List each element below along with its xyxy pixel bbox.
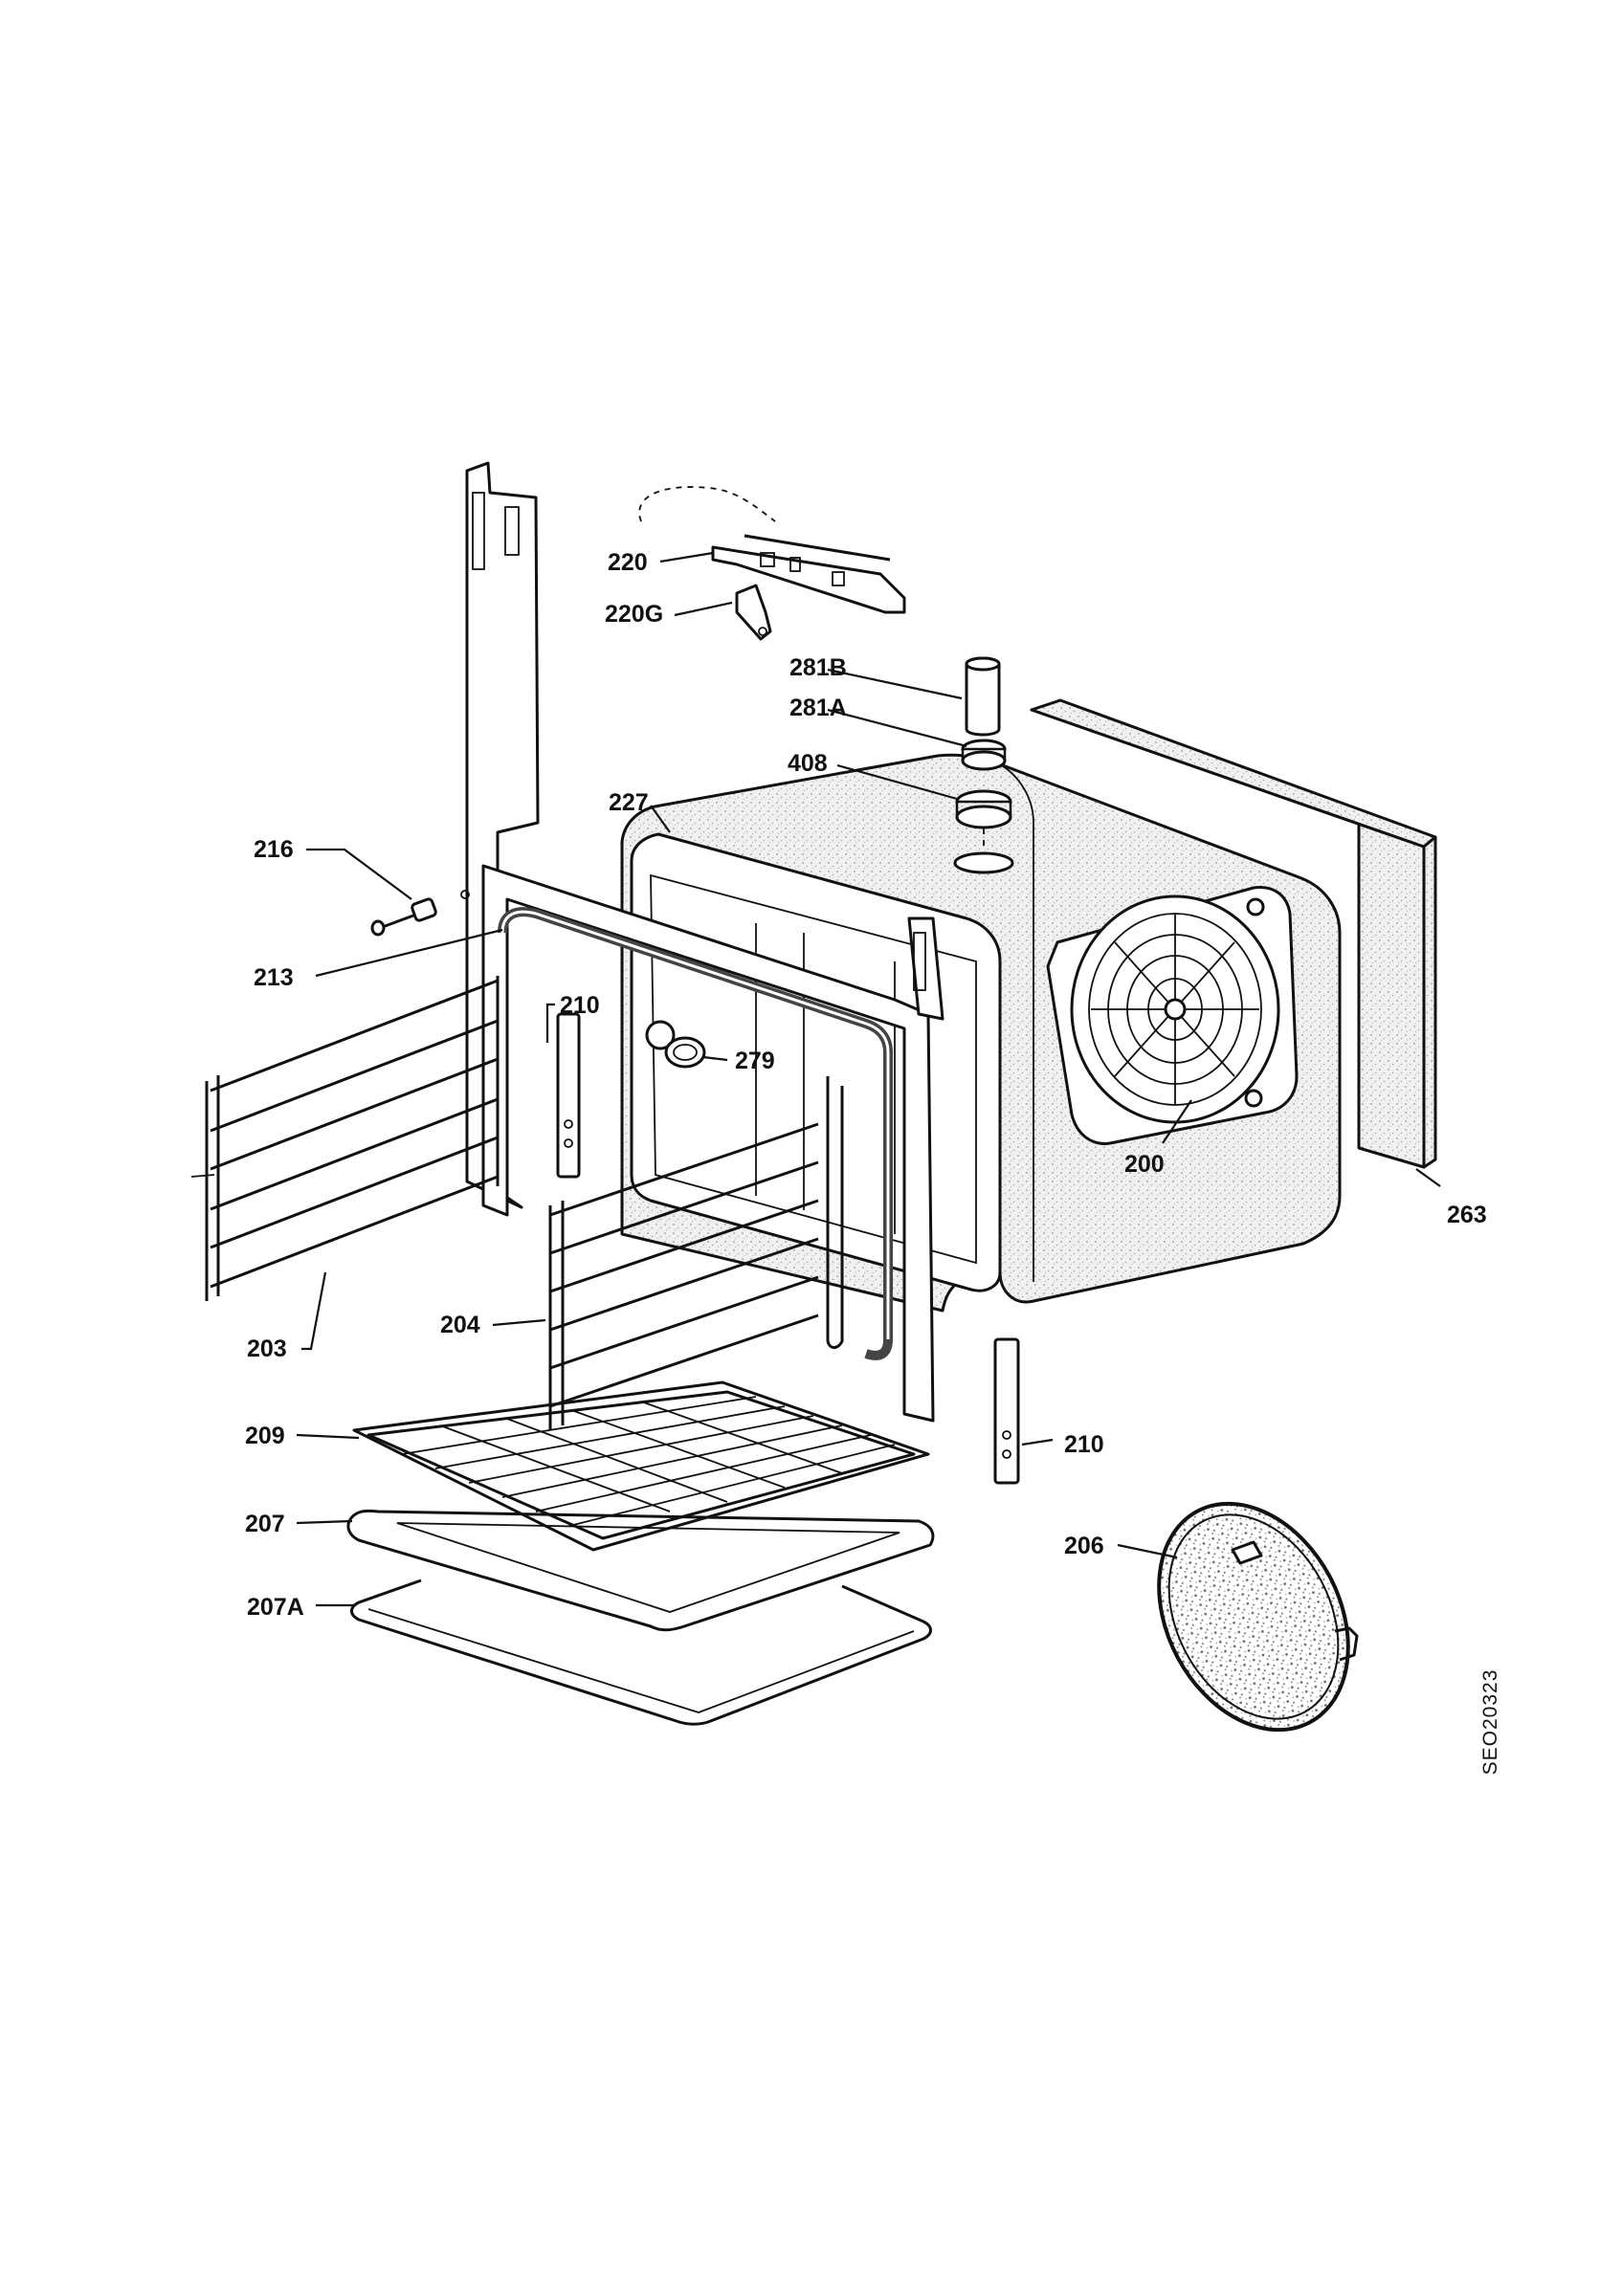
callout-203: 203 — [247, 1336, 287, 1362]
top-plug — [953, 789, 1014, 874]
callout-204: 204 — [440, 1312, 480, 1338]
callout-207a: 207A — [247, 1594, 304, 1621]
drip-tray — [350, 1578, 932, 1726]
sensor-nut — [961, 739, 1007, 771]
callout-206: 206 — [1064, 1533, 1104, 1559]
top-thermostat-bracket — [638, 486, 906, 614]
callout-213: 213 — [254, 964, 294, 991]
callout-216: 216 — [254, 836, 294, 863]
callout-227: 227 — [609, 789, 649, 816]
callout-281b: 281B — [789, 654, 847, 681]
door-seal-frame — [481, 864, 944, 1423]
small-clip — [735, 584, 772, 641]
drawing-code-text: SEO20323 — [1479, 1668, 1501, 1776]
callout-279: 279 — [735, 1048, 775, 1074]
callout-210-lower: 210 — [1064, 1431, 1104, 1458]
callout-263: 263 — [1447, 1202, 1487, 1228]
rear-insulation-panel — [1030, 698, 1437, 1169]
fixing-screw — [370, 890, 470, 937]
callout-209: 209 — [245, 1423, 285, 1449]
lamp-cover — [664, 1036, 706, 1069]
right-shelf-support — [548, 1076, 844, 1430]
door-gasket — [498, 907, 893, 1360]
drawing-code: SEO20323 — [1472, 1655, 1510, 1789]
callout-220: 220 — [608, 549, 648, 576]
fan-assembly — [1046, 885, 1299, 1145]
callout-220g: 220G — [605, 601, 663, 628]
callout-labels: 220 220G 281B 281A 408 227 216 213 210 2… — [245, 549, 1487, 1621]
callout-408: 408 — [788, 750, 828, 777]
grease-filter — [1157, 1501, 1359, 1733]
callout-281a: 281A — [789, 695, 847, 721]
rail-clip-upper — [556, 1012, 581, 1179]
wire-shelf — [352, 1380, 930, 1552]
rail-clip-lower — [993, 1337, 1020, 1485]
callout-210-upper: 210 — [560, 992, 600, 1019]
sensor-sleeve — [965, 656, 1001, 737]
callout-207: 207 — [245, 1511, 285, 1537]
baking-tray — [346, 1509, 935, 1632]
left-shelf-support — [190, 976, 500, 1301]
leader-lines — [296, 551, 1441, 1607]
callout-200: 200 — [1124, 1151, 1165, 1178]
